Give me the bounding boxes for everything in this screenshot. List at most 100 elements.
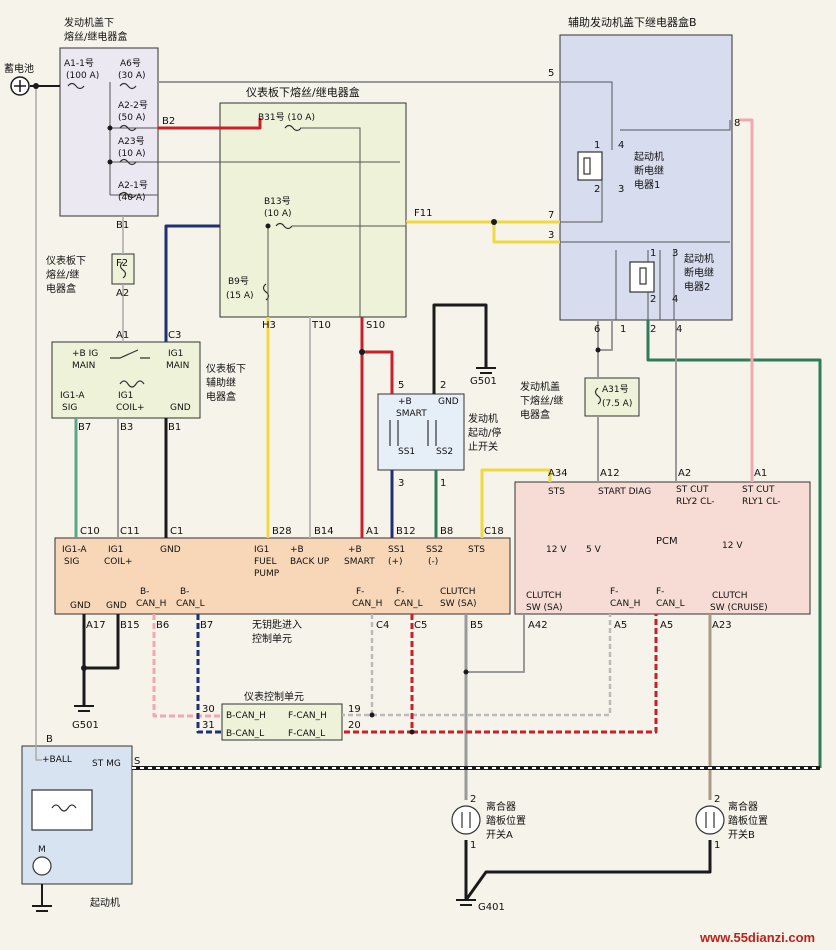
svg-text:B2: B2 — [162, 116, 175, 127]
svg-text:CAN_L: CAN_L — [394, 599, 423, 609]
svg-text:SS2: SS2 — [426, 545, 443, 555]
svg-text:C18: C18 — [484, 526, 504, 537]
svg-text:C11: C11 — [120, 526, 140, 537]
svg-text:CAN_L: CAN_L — [656, 599, 685, 609]
svg-text:PUMP: PUMP — [254, 569, 280, 579]
svg-text:G501: G501 — [72, 720, 99, 731]
svg-text:(-): (-) — [428, 557, 438, 567]
svg-text:BACK UP: BACK UP — [290, 557, 330, 567]
svg-text:止开关: 止开关 — [468, 440, 498, 453]
wire-yellow-aux3 — [492, 222, 560, 244]
svg-text:S10: S10 — [366, 320, 385, 331]
svg-text:START DIAG: START DIAG — [598, 487, 651, 497]
svg-text:(10 A): (10 A) — [118, 149, 146, 159]
svg-text:GND: GND — [70, 601, 91, 611]
svg-text:C4: C4 — [376, 620, 389, 631]
svg-text:辅助继: 辅助继 — [206, 376, 236, 389]
svg-text:MAIN: MAIN — [72, 361, 95, 371]
svg-text:A2-1号: A2-1号 — [118, 180, 148, 191]
svg-text:19: 19 — [348, 704, 361, 715]
svg-text:下熔丝/继: 下熔丝/继 — [520, 394, 563, 407]
svg-text:ST CUT: ST CUT — [742, 485, 775, 495]
engine-fuse-title: 发动机盖下 — [64, 16, 114, 29]
ground-g501-top-icon — [476, 367, 496, 374]
svg-text:B5: B5 — [470, 620, 483, 631]
wire-aux2-green — [646, 320, 822, 768]
svg-text:熔丝/继: 熔丝/继 — [46, 268, 79, 281]
ipc-box — [221, 703, 343, 741]
svg-text:A1-1号: A1-1号 — [64, 58, 94, 69]
svg-text:PCM: PCM — [656, 536, 678, 547]
smart-ss2-symbol — [427, 420, 437, 446]
aux-relay-coil-symbol — [119, 380, 145, 388]
svg-text:A5: A5 — [614, 620, 627, 631]
svg-text:5: 5 — [548, 68, 554, 79]
label-battery: 蓄电池 — [4, 62, 34, 75]
svg-text:B-: B- — [140, 587, 149, 597]
svg-text:F11: F11 — [414, 208, 432, 219]
svg-text:踏板位置: 踏板位置 — [486, 814, 526, 827]
fuse-b31-symbol — [284, 124, 302, 132]
svg-text:C3: C3 — [168, 330, 181, 341]
wire-smart-gnd — [432, 303, 488, 394]
svg-text:控制单元: 控制单元 — [252, 632, 292, 645]
svg-text:发动机盖: 发动机盖 — [520, 380, 560, 393]
svg-text:RLY2 CL-: RLY2 CL- — [676, 497, 715, 507]
keyless-unit-box — [54, 537, 511, 615]
svg-text:A17: A17 — [86, 620, 106, 631]
fuse-a6-symbol — [119, 82, 137, 90]
wire-battery-down — [35, 86, 42, 761]
svg-text:开关A: 开关A — [486, 828, 513, 841]
svg-text:踏板位置: 踏板位置 — [728, 814, 768, 827]
svg-text:A23号: A23号 — [118, 136, 145, 147]
svg-text:IG1: IG1 — [118, 391, 133, 401]
svg-text:电器盒: 电器盒 — [206, 390, 236, 403]
svg-text:SW (CRUISE): SW (CRUISE) — [710, 603, 768, 613]
aux-relay-switch-symbol — [110, 349, 150, 359]
svg-text:COIL+: COIL+ — [104, 557, 133, 567]
fuse-b13-symbol — [275, 222, 293, 230]
svg-text:8: 8 — [734, 118, 740, 129]
svg-text:2: 2 — [470, 794, 476, 805]
labels: 蓄电池 发动机盖下 熔丝/继电器盒 A1-1号 (100 A) A6号 (30 … — [4, 15, 815, 945]
svg-text:GND: GND — [438, 397, 459, 407]
svg-text:B13号: B13号 — [264, 196, 291, 207]
svg-text:C5: C5 — [414, 620, 427, 631]
svg-text:CLUTCH: CLUTCH — [712, 591, 747, 601]
svg-text:RLY1 CL-: RLY1 CL- — [742, 497, 781, 507]
wire-aux1-a31 — [598, 320, 613, 351]
svg-text:C1: C1 — [170, 526, 183, 537]
svg-text:(10 A): (10 A) — [264, 209, 292, 219]
svg-text:A2: A2 — [678, 468, 691, 479]
smart-ss1-symbol — [389, 420, 399, 446]
svg-text:(+): (+) — [388, 557, 403, 567]
svg-text:ST MG: ST MG — [92, 759, 121, 769]
svg-text:(7.5 A): (7.5 A) — [602, 399, 632, 409]
svg-text:1: 1 — [714, 840, 720, 851]
svg-text:FUEL: FUEL — [254, 557, 276, 567]
svg-text:12 V: 12 V — [722, 541, 743, 551]
svg-text:电器1: 电器1 — [634, 178, 660, 191]
ipc-title: 仪表控制单元 — [244, 690, 304, 703]
svg-text:B9号: B9号 — [228, 276, 249, 287]
panel-fuse-title: 仪表板下熔丝/继电器盒 — [246, 85, 360, 99]
svg-text:G501: G501 — [470, 376, 497, 387]
wire-bcanl — [196, 614, 222, 734]
svg-text:CLUTCH: CLUTCH — [526, 591, 561, 601]
ground-symbols — [32, 367, 496, 912]
svg-text:+B: +B — [398, 397, 412, 407]
wire-clutch-b-gnd — [464, 840, 712, 901]
wire-aux8-pink — [738, 118, 754, 482]
svg-text:(40 A): (40 A) — [118, 193, 146, 203]
svg-text:3: 3 — [618, 184, 624, 195]
svg-text:IG1-A: IG1-A — [62, 545, 87, 555]
svg-text:A31号: A31号 — [602, 384, 629, 395]
svg-text:B3: B3 — [120, 422, 133, 433]
svg-text:+BALL: +BALL — [42, 755, 72, 765]
svg-text:GND: GND — [106, 601, 127, 611]
svg-text:B7: B7 — [200, 620, 213, 631]
svg-text:B-CAN_H: B-CAN_H — [226, 711, 266, 721]
svg-text:3: 3 — [548, 230, 554, 241]
svg-text:电器2: 电器2 — [684, 280, 710, 293]
ground-starter-icon — [32, 905, 52, 912]
